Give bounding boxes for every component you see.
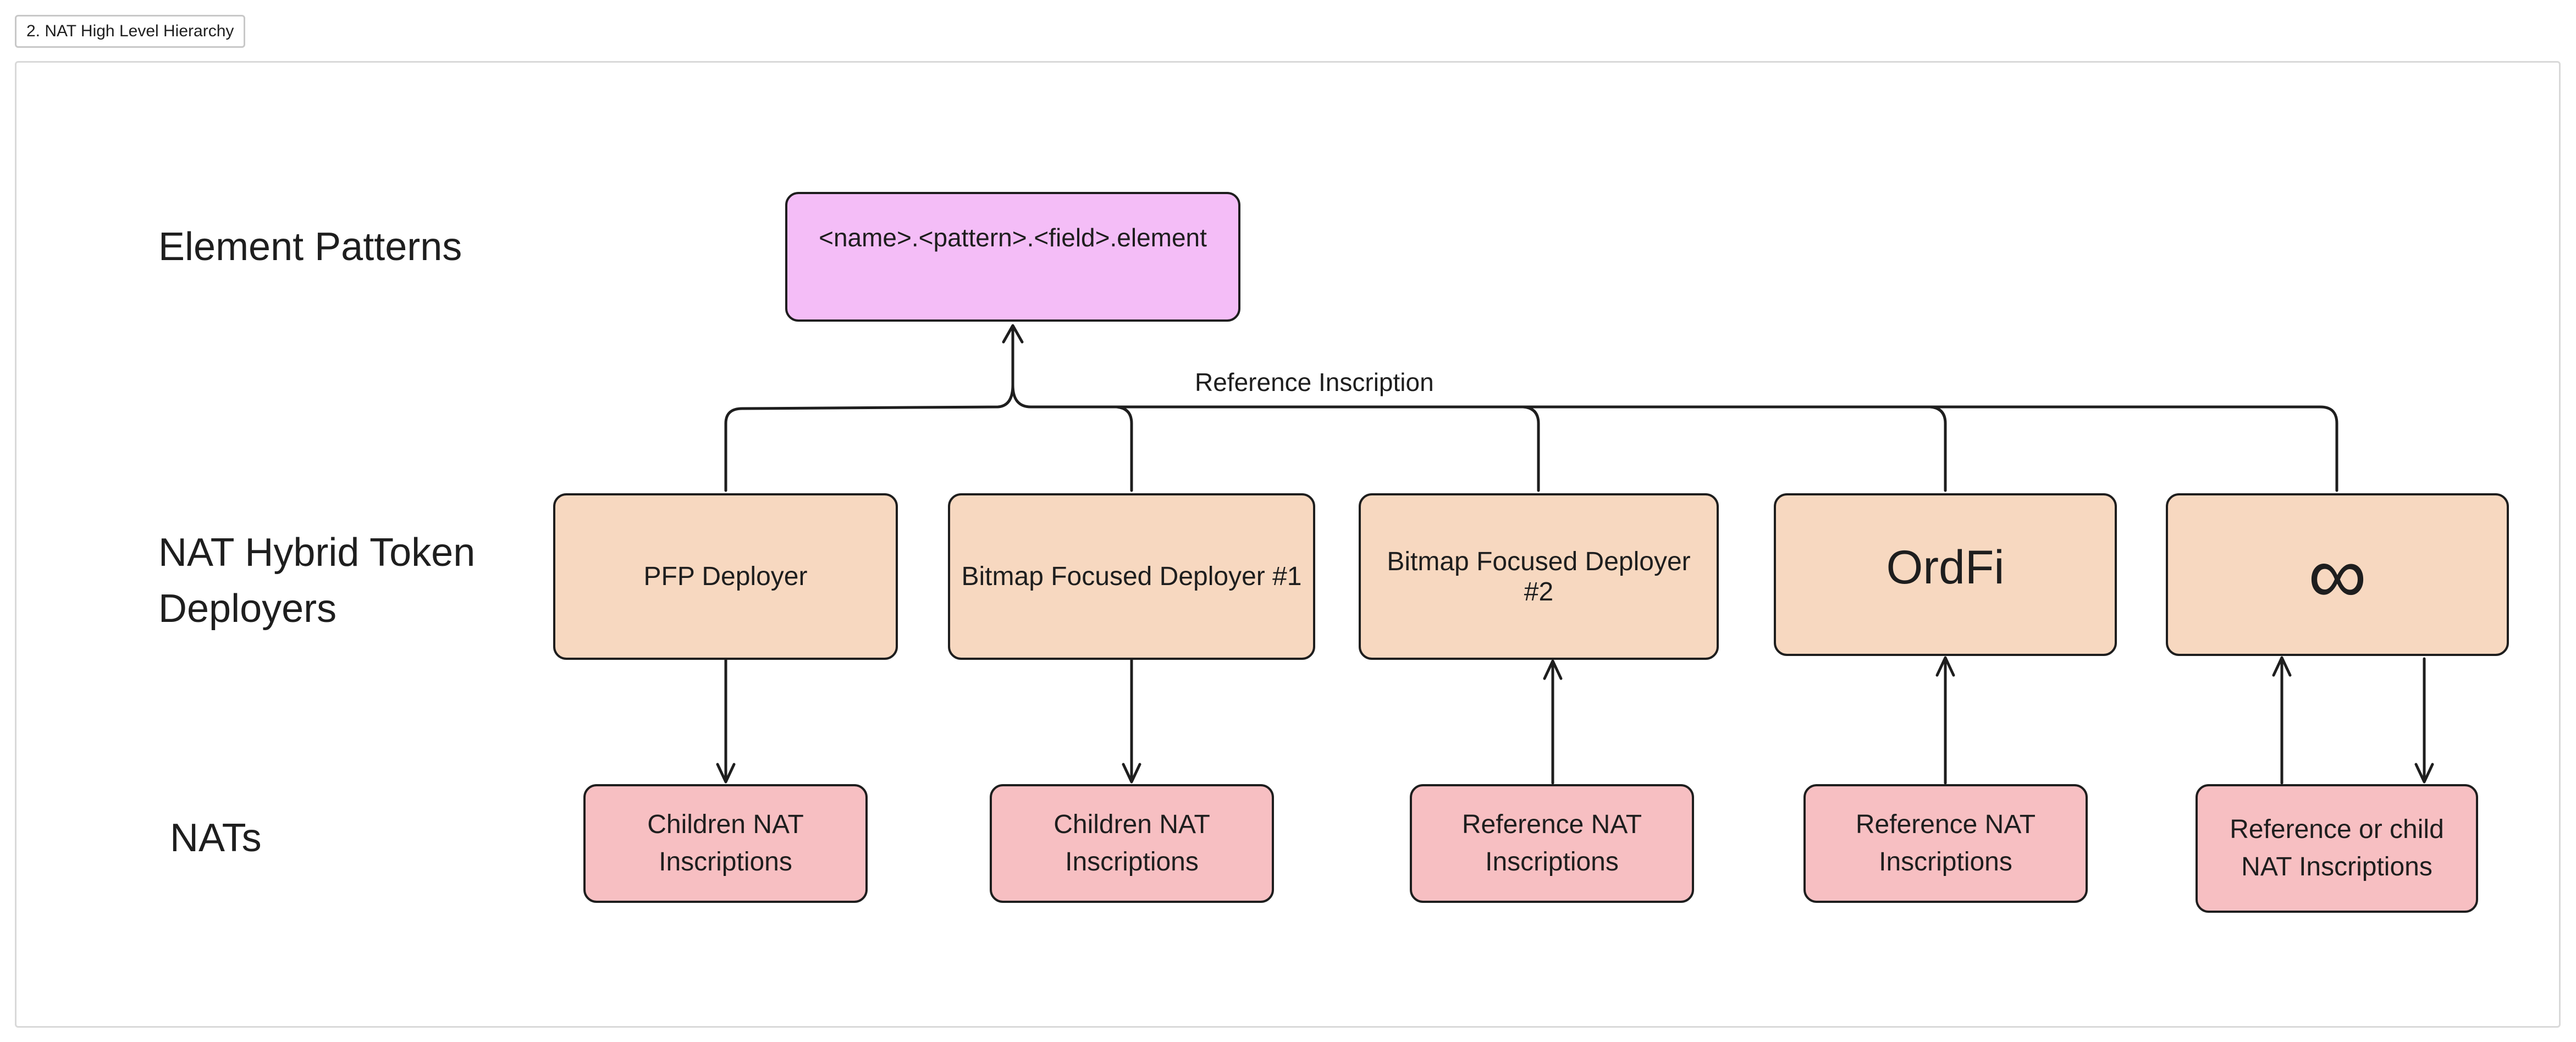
deployer-box-bitmap-2[interactable]: Bitmap Focused Deployer #2 [1359, 493, 1719, 660]
nat-label-line2: Inscriptions [1485, 847, 1619, 876]
arrowhead-deployer-4 [1935, 656, 1955, 677]
nat-label-line1: Reference NAT [1855, 810, 2036, 839]
row-label-deployers: NAT Hybrid Token Deployers [158, 525, 475, 637]
pattern-box[interactable]: <name>.<pattern>.<field>.element [785, 192, 1240, 322]
connector-bus [724, 326, 1014, 492]
deployer-label: Bitmap Focused Deployer #1 [961, 562, 1302, 591]
nat-label-line1: Reference NAT [1461, 810, 1642, 839]
nat-label-line1: Children NAT [647, 810, 804, 839]
nat-box-2[interactable]: Children NAT Inscriptions [990, 784, 1274, 903]
nat-label-line2: Inscriptions [659, 847, 792, 876]
connector-branch-3 [1521, 405, 1540, 492]
nat-label-line2: Inscriptions [1065, 847, 1199, 876]
infinity-icon: ∞ [2308, 528, 2367, 621]
deployer-box-infinity[interactable]: ∞ [2166, 493, 2509, 656]
nat-label-line2: Inscriptions [1879, 847, 2012, 876]
arrowhead-pattern [1002, 324, 1024, 344]
arrowhead-deployer-5 [2272, 656, 2292, 677]
row-label-element-patterns: Element Patterns [158, 225, 462, 269]
deployer-label: OrdFi [1886, 541, 2005, 594]
frame-title-tab[interactable]: 2. NAT High Level Hierarchy [15, 15, 246, 48]
row-label-deployers-line1: NAT Hybrid Token [158, 531, 476, 575]
connector-branch-4 [1928, 405, 1947, 492]
nat-box-4[interactable]: Reference NAT Inscriptions [1803, 784, 2088, 903]
deployer-box-ordfi[interactable]: OrdFi [1774, 493, 2117, 656]
deployer-box-bitmap-1[interactable]: Bitmap Focused Deployer #1 [948, 493, 1315, 660]
arrowhead-nat-2 [1122, 763, 1141, 784]
edge-label-reference-inscription: Reference Inscription [1195, 368, 1434, 396]
nat-box-3[interactable]: Reference NAT Inscriptions [1410, 784, 1694, 903]
pattern-box-label: <name>.<pattern>.<field>.element [819, 223, 1207, 252]
nat-label-line2: NAT Inscriptions [2241, 852, 2432, 881]
arrowhead-nat-5 [2414, 763, 2434, 784]
deployer-box-pfp[interactable]: PFP Deployer [553, 493, 898, 660]
nat-label-line1: Children NAT [1053, 810, 1210, 839]
connector-bus-right [1011, 383, 2338, 492]
row-label-deployers-line2: Deployers [158, 587, 337, 631]
nat-box-1[interactable]: Children NAT Inscriptions [583, 784, 868, 903]
arrowhead-nat-1 [716, 763, 736, 784]
connector-branch-2 [1115, 405, 1133, 492]
deployer-label: PFP Deployer [643, 562, 808, 591]
deployer-label: Bitmap Focused Deployer #2 [1387, 547, 1691, 607]
nat-label-line1: Reference or child [2230, 815, 2444, 844]
row-label-nats: NATs [170, 816, 262, 860]
arrowhead-deployer-3 [1543, 659, 1563, 680]
